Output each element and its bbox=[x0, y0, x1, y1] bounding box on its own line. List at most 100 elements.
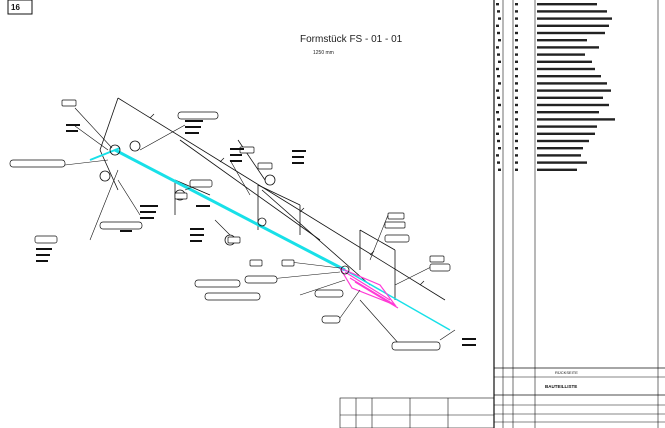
dimension-label-mark bbox=[120, 230, 132, 232]
table-row-qty-mark bbox=[515, 17, 518, 20]
table-row-mark bbox=[537, 147, 583, 150]
table-row-mark bbox=[537, 53, 585, 56]
table-row-qty-mark bbox=[515, 96, 518, 99]
joint-markers bbox=[99, 140, 350, 275]
frame-lines bbox=[99, 97, 446, 301]
table-row-index-mark bbox=[497, 161, 500, 164]
dimension-label-mark bbox=[292, 150, 306, 152]
dimension-label-mark bbox=[462, 344, 476, 346]
dimension-label-mark bbox=[36, 254, 50, 256]
revision-block bbox=[339, 397, 495, 428]
table-row-mark bbox=[537, 118, 615, 121]
table-row-index-mark bbox=[496, 24, 499, 27]
dimension-label-marks bbox=[36, 120, 476, 346]
dimension-label-mark bbox=[230, 160, 242, 162]
table-row-mark bbox=[537, 132, 595, 135]
drawing-title: Formstück FS - 01 - 01 bbox=[300, 34, 403, 45]
dimension-label-mark bbox=[185, 120, 203, 122]
table-row-qty-mark bbox=[515, 82, 518, 85]
table-row-index-mark bbox=[497, 31, 500, 35]
table-row-qty-mark bbox=[515, 53, 518, 56]
table-row-index-mark bbox=[497, 10, 500, 13]
dimension-label-mark bbox=[462, 338, 476, 340]
table-row-mark bbox=[537, 168, 577, 171]
table-row-index-mark bbox=[497, 96, 500, 99]
dimension-label-mark bbox=[196, 205, 210, 207]
dimension-label-mark bbox=[230, 154, 242, 156]
table-row-qty-mark bbox=[515, 10, 518, 13]
table-row-mark bbox=[537, 82, 607, 85]
label-boxes bbox=[9, 99, 451, 351]
table-row-index-mark bbox=[496, 46, 499, 49]
parts-table-rows bbox=[496, 3, 615, 171]
table-row-mark bbox=[537, 161, 587, 164]
table-row-mark bbox=[537, 125, 597, 128]
dimension-label-mark bbox=[190, 234, 204, 236]
table-row-qty-mark bbox=[515, 60, 518, 63]
table-row-qty-mark bbox=[515, 3, 518, 6]
dimension-label-mark bbox=[230, 148, 244, 150]
table-footer-label-small: RÜCKSEITE bbox=[555, 370, 578, 375]
table-row-qty-mark bbox=[515, 103, 518, 107]
sheet-tag-text: 16 bbox=[11, 3, 20, 12]
drawing-subtitle: 1250 mm bbox=[313, 50, 334, 56]
dimension-label-mark bbox=[66, 130, 78, 132]
table-row-mark bbox=[537, 46, 599, 49]
table-row-index-mark bbox=[498, 125, 501, 128]
dimension-label-mark bbox=[292, 162, 304, 164]
leader-lines bbox=[64, 107, 456, 346]
table-row-qty-mark bbox=[515, 67, 518, 71]
dimension-label-mark bbox=[185, 132, 199, 134]
table-row-mark bbox=[537, 111, 599, 114]
table-row-mark bbox=[537, 67, 595, 71]
dimension-label-mark bbox=[292, 156, 304, 158]
table-row-qty-mark bbox=[515, 24, 518, 27]
table-row-mark bbox=[537, 10, 607, 13]
table-row-index-mark bbox=[497, 53, 500, 56]
table-row-qty-mark bbox=[515, 161, 518, 164]
table-row-index-mark bbox=[498, 168, 501, 171]
dimension-label-mark bbox=[190, 228, 204, 230]
table-row-qty-mark bbox=[515, 168, 518, 171]
table-row-index-mark bbox=[496, 67, 499, 71]
table-row-qty-mark bbox=[515, 139, 518, 143]
table-row-mark bbox=[537, 60, 592, 63]
pipe-run bbox=[89, 147, 451, 331]
table-row-index-mark bbox=[496, 111, 499, 114]
dimension-label-mark bbox=[140, 205, 158, 207]
table-row-index-mark bbox=[496, 154, 499, 157]
table-row-index-mark bbox=[498, 82, 501, 85]
parts-table bbox=[493, 0, 665, 428]
table-row-qty-mark bbox=[515, 46, 518, 49]
table-row-index-mark bbox=[497, 75, 500, 78]
table-row-index-mark bbox=[497, 139, 500, 143]
table-row-mark bbox=[537, 39, 587, 42]
highlighted-fitting bbox=[338, 266, 399, 309]
table-row-qty-mark bbox=[515, 31, 518, 35]
table-row-qty-mark bbox=[515, 147, 518, 150]
table-row-qty-mark bbox=[515, 89, 518, 92]
dimension-label-mark bbox=[36, 260, 48, 262]
table-row-mark bbox=[537, 24, 609, 27]
table-row-mark bbox=[537, 96, 603, 99]
table-row-qty-mark bbox=[515, 111, 518, 114]
table-row-mark bbox=[537, 103, 609, 107]
table-row-mark bbox=[537, 89, 611, 92]
table-row-index-mark bbox=[498, 103, 501, 107]
table-footer-label: BAUTEILLISTE bbox=[545, 384, 577, 389]
table-row-qty-mark bbox=[515, 125, 518, 128]
table-row-index-mark bbox=[496, 3, 499, 6]
table-row-index-mark bbox=[498, 39, 501, 42]
dimension-label-mark bbox=[140, 217, 154, 219]
table-row-index-mark bbox=[496, 132, 499, 135]
dimension-label-mark bbox=[66, 124, 80, 126]
table-row-qty-mark bbox=[515, 154, 518, 157]
table-row-qty-mark bbox=[515, 75, 518, 78]
table-row-index-mark bbox=[498, 147, 501, 150]
dimension-ticks bbox=[149, 113, 425, 286]
table-row-mark bbox=[537, 75, 601, 78]
table-row-qty-mark bbox=[515, 39, 518, 42]
table-row-mark bbox=[537, 154, 581, 157]
table-row-mark bbox=[537, 139, 589, 143]
table-row-qty-mark bbox=[515, 132, 518, 135]
